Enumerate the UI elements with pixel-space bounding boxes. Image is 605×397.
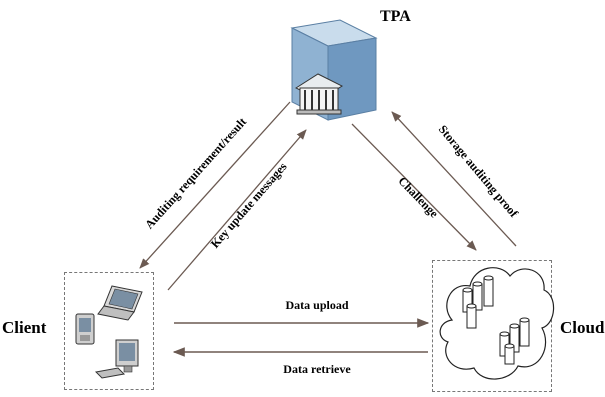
proof-arrow xyxy=(391,111,517,247)
cloud-icon xyxy=(439,267,555,380)
client-label: Client xyxy=(2,318,47,337)
challenge-arrow xyxy=(351,123,477,251)
phone-icon xyxy=(75,313,95,345)
tpa-label: TPA xyxy=(380,8,411,25)
laptop-icon xyxy=(97,285,143,321)
cloud-box xyxy=(432,260,552,392)
desktop-icon xyxy=(94,339,139,379)
retrieve-label: Data retrieve xyxy=(283,362,351,376)
tpa-server-icon xyxy=(290,19,378,121)
cloud-label: Cloud xyxy=(560,318,605,337)
upload-label: Data upload xyxy=(285,298,349,312)
auditing-arrow xyxy=(139,101,291,269)
client-box xyxy=(64,272,154,390)
key-update-arrow xyxy=(167,129,307,291)
